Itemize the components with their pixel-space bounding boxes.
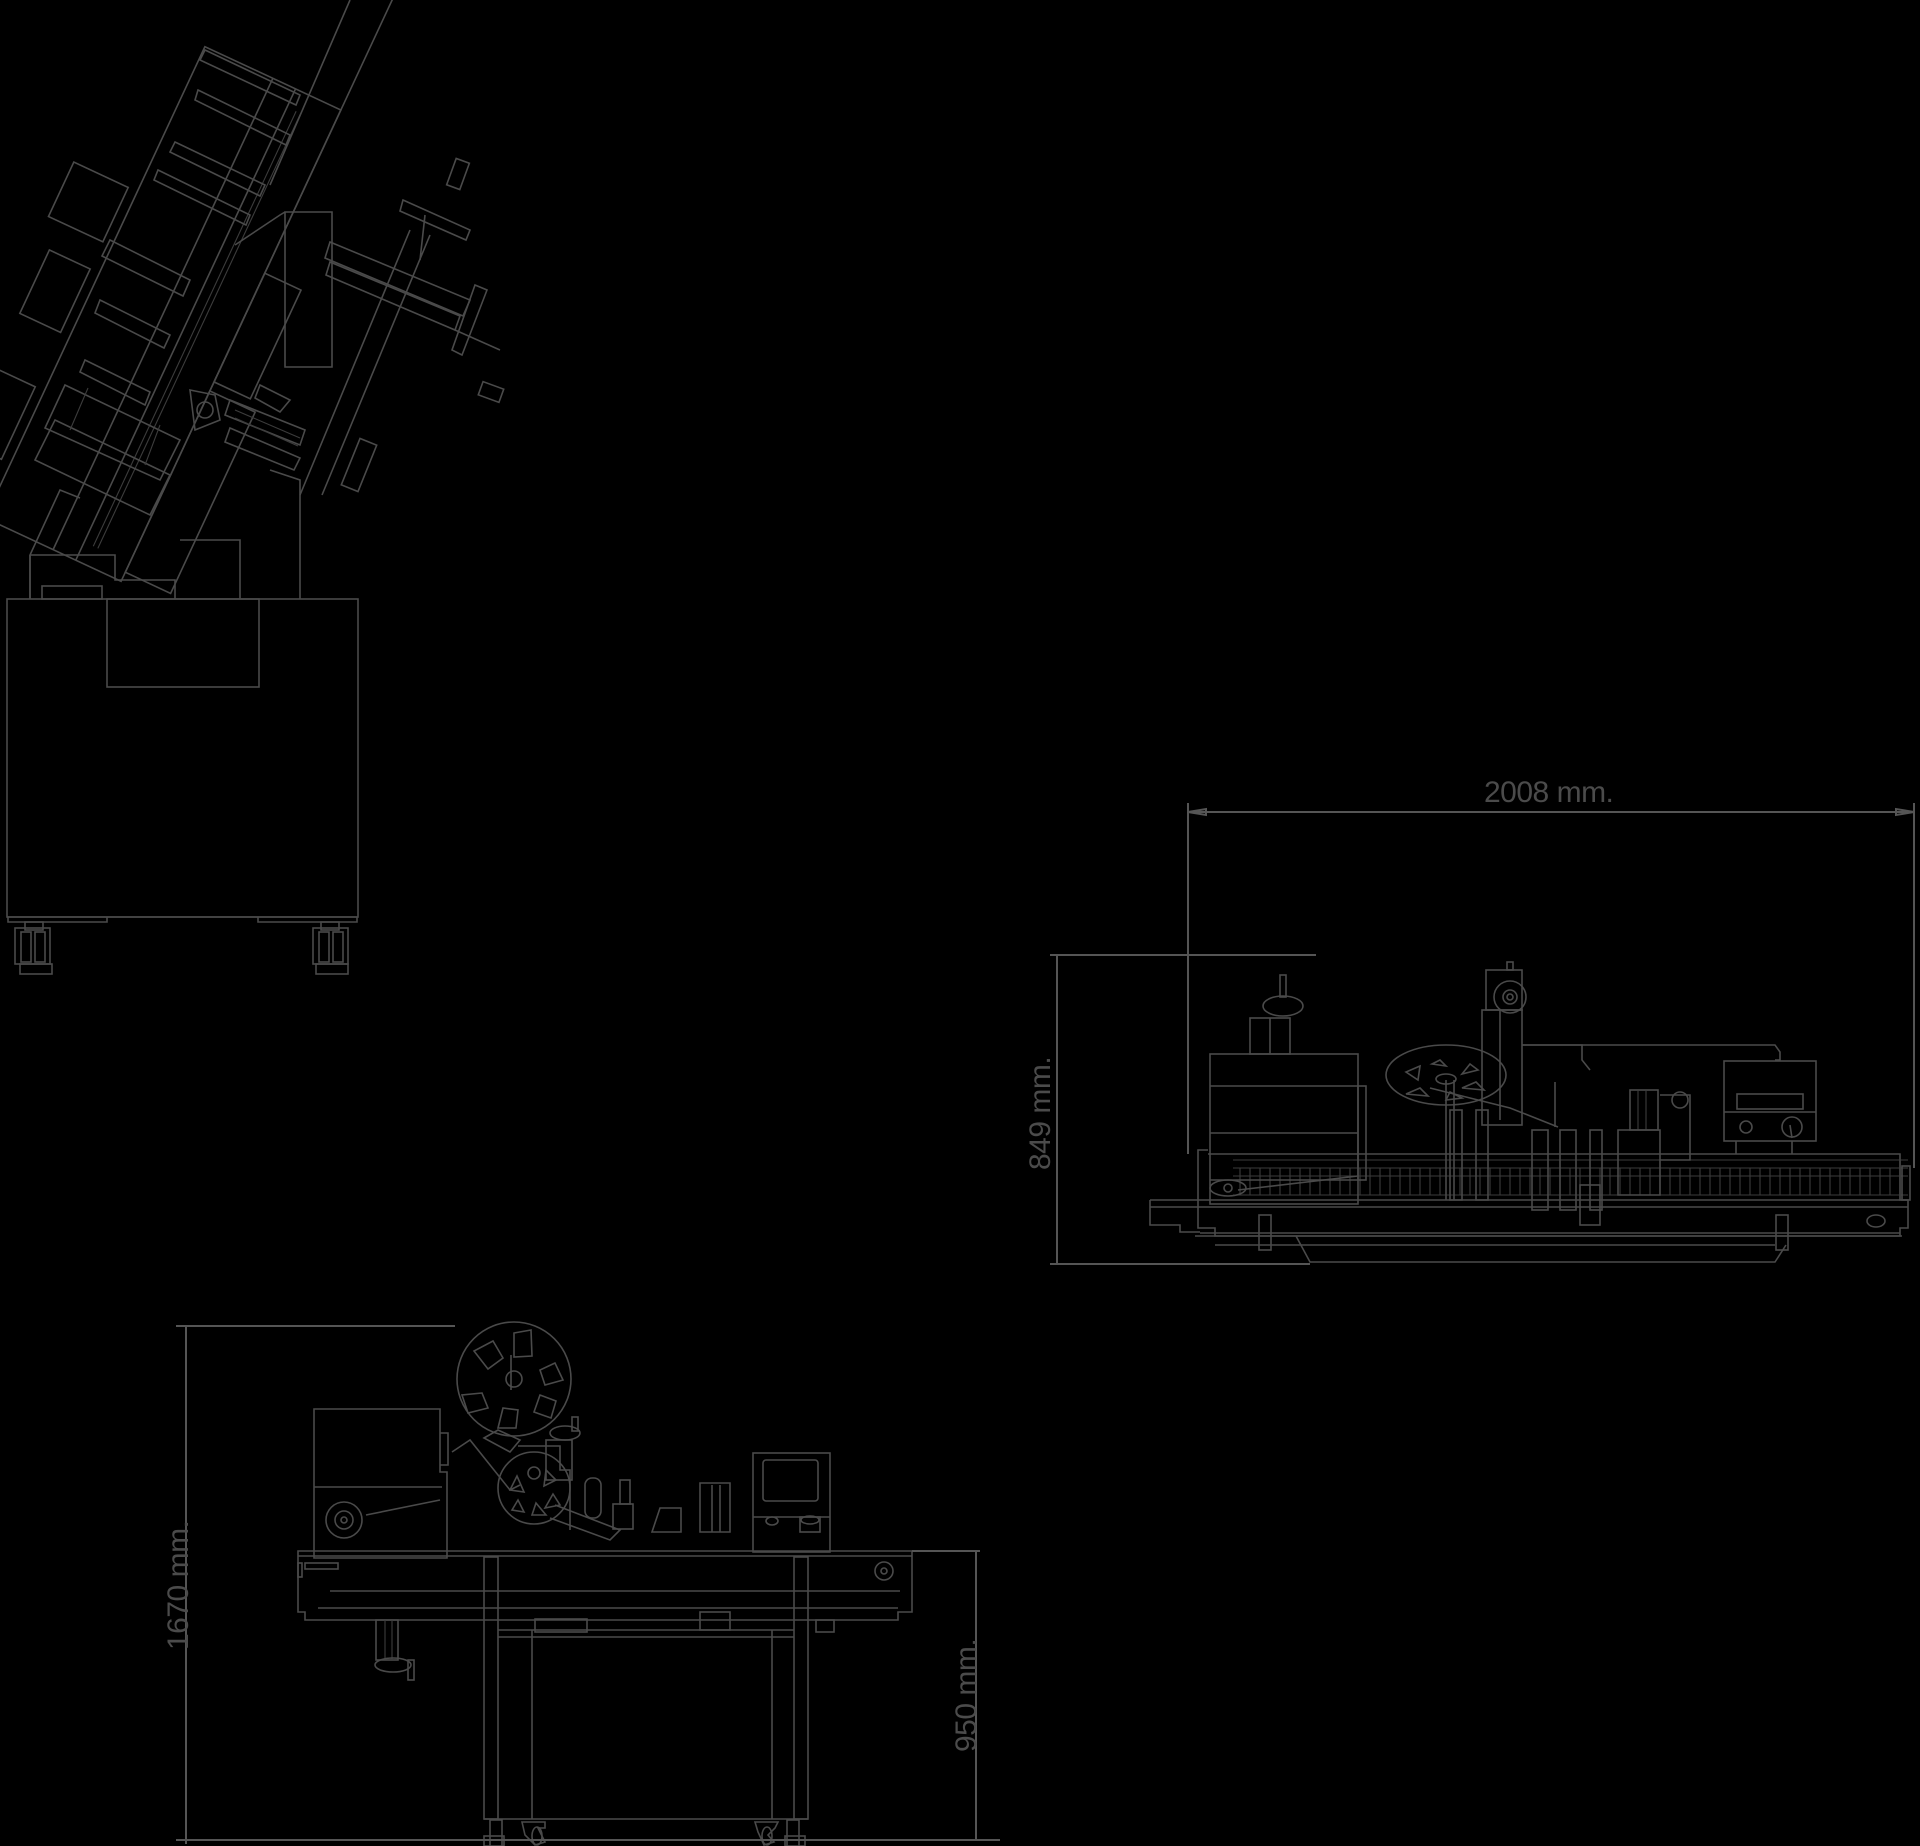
label-reel-icon	[497, 1451, 571, 1525]
handwheel-icon	[374, 1657, 415, 1681]
caster-icon	[753, 1819, 806, 1846]
dimension-front-conveyor-height	[912, 1550, 980, 1840]
dimension-label-width: 2008 mm.	[1484, 776, 1614, 809]
dimension-top-depth	[1050, 954, 1316, 1265]
dimension-label-depth: 849 mm.	[1024, 1056, 1057, 1170]
top-view	[1149, 961, 1911, 1263]
motor-icon	[1617, 1089, 1691, 1196]
label-reel-icon	[456, 1321, 572, 1437]
control-panel-icon	[752, 1452, 831, 1553]
dimension-front-total-height	[176, 1325, 1000, 1844]
caster-icon	[14, 921, 53, 975]
dimension-label-conveyor-height: 950 mm.	[950, 1638, 983, 1752]
handwheel-icon	[451, 283, 505, 404]
front-view	[297, 1321, 913, 1846]
handwheel-icon	[399, 157, 472, 261]
handwheel-icon	[549, 1416, 581, 1441]
roller-pair	[33, 383, 182, 517]
side-view-tilted	[0, 0, 505, 975]
handwheel-icon	[1262, 974, 1304, 1017]
caster-icon	[312, 921, 349, 975]
dimension-top-width	[1187, 803, 1915, 1168]
caster-icon	[483, 1819, 547, 1846]
knob-icon	[874, 1561, 894, 1581]
control-panel-icon	[1723, 1060, 1817, 1154]
sprocket-icon	[325, 1501, 363, 1539]
dimension-label-total-height: 1670 mm.	[162, 1520, 195, 1650]
applicator-head	[1481, 961, 1591, 1126]
conveyor-ticks	[1239, 1168, 1891, 1195]
handwheel-icon	[1209, 1179, 1247, 1197]
roller-arm	[78, 48, 302, 407]
